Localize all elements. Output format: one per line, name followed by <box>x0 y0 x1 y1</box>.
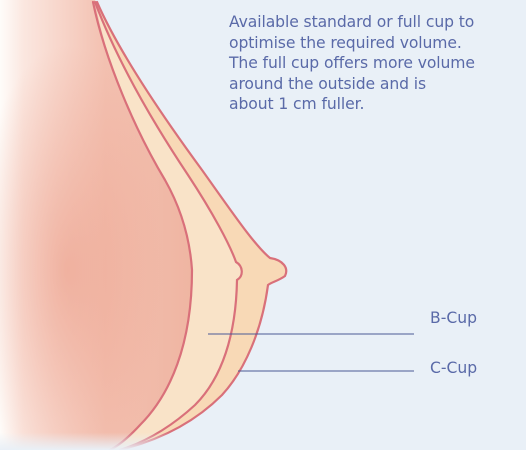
b-cup-label: B-Cup <box>430 309 477 327</box>
cup-description: Available standard or full cup to optimi… <box>229 12 524 115</box>
bottom-fade <box>0 380 300 450</box>
caption-line: The full cup offers more volume <box>229 53 524 74</box>
caption-line: optimise the required volume. <box>229 33 524 54</box>
caption-line: around the outside and is <box>229 74 524 95</box>
caption-line: Available standard or full cup to <box>229 12 524 33</box>
caption-line: about 1 cm fuller. <box>229 94 524 115</box>
c-cup-label: C-Cup <box>430 359 477 377</box>
